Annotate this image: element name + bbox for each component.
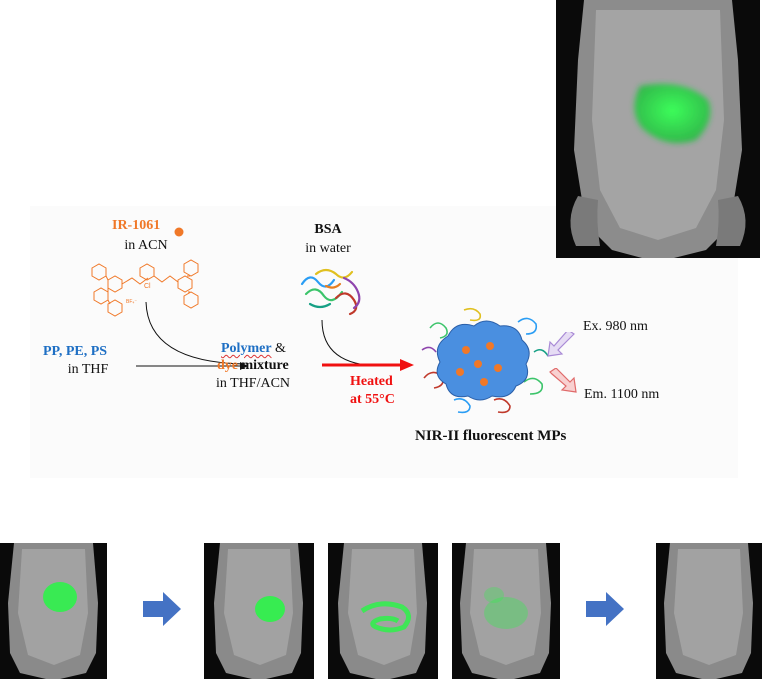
excitation-arrow <box>547 332 575 357</box>
dye-name-label: IR-1061 <box>112 218 160 234</box>
mixture-line-1: Polymer & <box>221 341 286 357</box>
temperature-label: at 55°C <box>350 392 395 407</box>
bsa-label: BSA <box>314 222 342 237</box>
mixture-word: mixture <box>238 358 289 373</box>
heated-label: Heated <box>350 374 393 389</box>
polymer-solvent-label: in THF <box>67 362 109 377</box>
mouse-image-large <box>556 0 760 258</box>
mixture-solvent-label: in THF/ACN <box>216 376 291 391</box>
nanoparticle-icon <box>421 307 549 414</box>
mixture-polymer-word: Polymer <box>221 341 272 356</box>
mouse-image-2 <box>204 543 314 679</box>
excitation-label: Ex. 980 nm <box>583 319 648 334</box>
dye-dot-icon <box>174 227 184 237</box>
dye-solvent-label: in ACN <box>124 238 168 253</box>
dye-counterion-label: BF₄⁻ <box>126 299 137 305</box>
dye-cl-label: Cl <box>144 283 151 290</box>
bsa-solvent-label: in water <box>305 241 351 256</box>
ir1061-structure: Cl BF₄⁻ <box>91 259 199 317</box>
right-block-arrow-icon <box>586 592 624 626</box>
mouse-image-4 <box>452 543 560 679</box>
dye-curve-arrow <box>145 301 245 365</box>
reaction-arrow-1 <box>136 362 248 370</box>
mixture-line-2: dye mixture <box>217 358 289 374</box>
bsa-protein-image <box>300 268 361 316</box>
mouse-image-1 <box>0 543 107 679</box>
mouse-image-3 <box>328 543 438 679</box>
product-label: NIR-II fluorescent MPs <box>415 428 567 444</box>
right-block-arrow-icon <box>143 592 181 626</box>
polymers-label: PP, PE, PS <box>43 344 108 359</box>
emission-arrow <box>549 368 577 393</box>
mouse-image-5 <box>656 543 762 679</box>
dye-name-text: IR-1061 <box>112 218 161 233</box>
emission-label: Em. 1100 nm <box>584 387 660 402</box>
heating-arrow <box>322 359 414 371</box>
mixture-dye-word: dye <box>217 358 238 373</box>
mixture-amp: & <box>271 341 286 356</box>
